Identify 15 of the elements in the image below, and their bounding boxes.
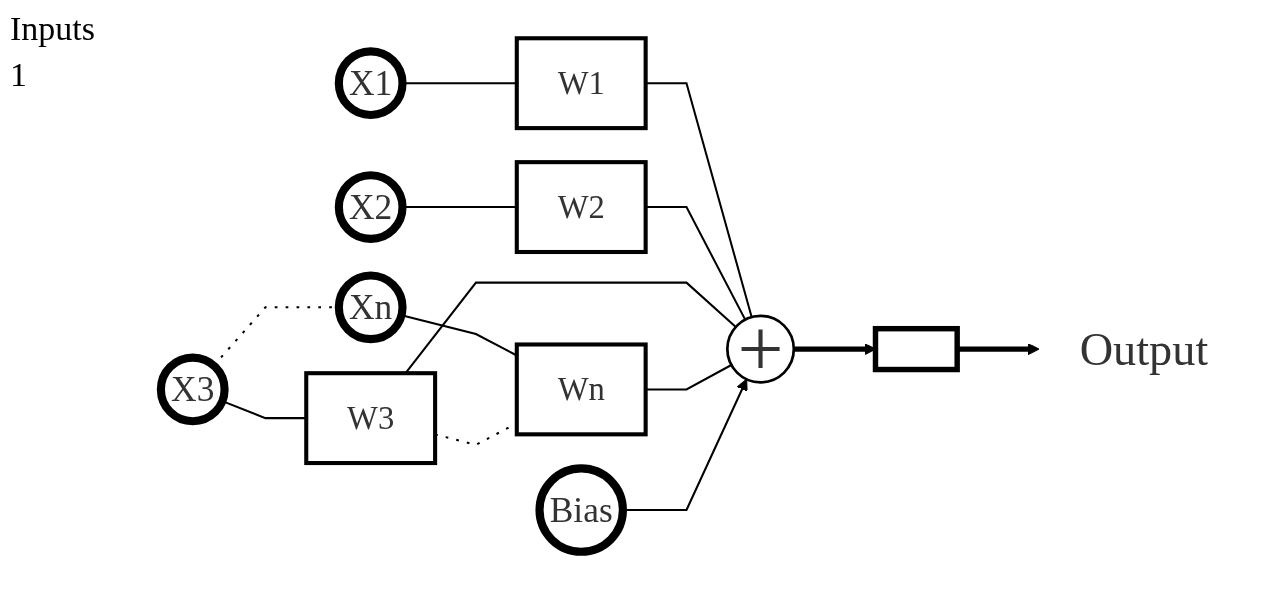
heading-label: Inputs [10,10,95,48]
node-circle: X3 [156,353,229,426]
node-circle: X1 [334,47,407,120]
tick-label: 1 [10,56,28,94]
arrow [957,343,1040,356]
node-box: W1 [514,36,648,131]
node-circle: Xn [334,271,407,344]
node-box: Wn [514,342,648,437]
node-box: W2 [514,160,648,255]
node-box: W3 [304,371,438,466]
node-text: Output [1079,323,1209,375]
node-circle: X2 [334,171,407,243]
node-box [872,325,960,373]
node-circle: Bias [535,464,627,556]
node-circle: + [725,314,796,384]
